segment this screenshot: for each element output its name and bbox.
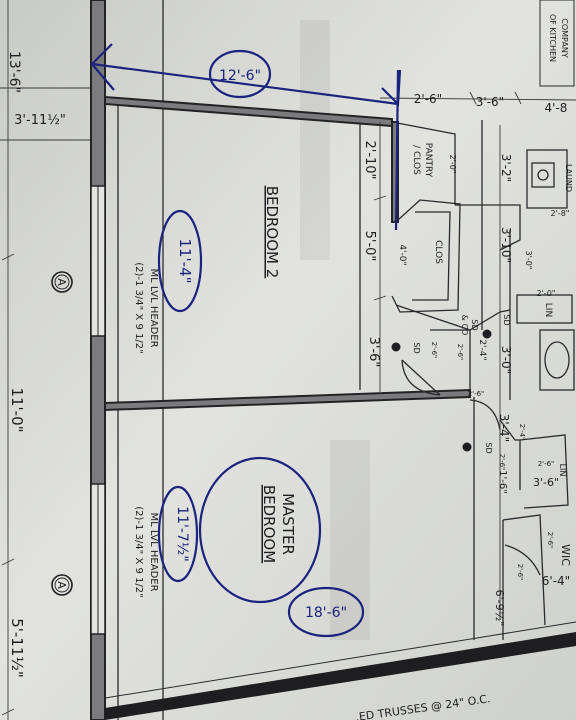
grid-marker-a-1: A <box>51 271 73 293</box>
dim-4-0: 4'-0" <box>397 244 407 265</box>
dim-top-2-6: 2'-6" <box>414 92 442 106</box>
pantry-label-1: PANTRY <box>423 143 433 178</box>
dim-3-0: 3'-0" <box>499 346 513 374</box>
bedroom-2-header-line-1: (2)-1 3/4" X 9 1/2" <box>133 262 144 353</box>
dim-3-4: 3'-4" <box>497 414 511 442</box>
left-dimension-lines <box>0 0 92 720</box>
sd-label-2: SD <box>484 442 493 453</box>
smoke-detector-icons <box>391 329 492 452</box>
sd-co-label-2: & CO <box>460 315 469 336</box>
wall-between-bedrooms <box>104 388 471 412</box>
dim-2-6b: 2'-6" <box>468 390 485 398</box>
dim-2-0b: 2'-0" <box>537 289 556 298</box>
dim-2-6f: 2'-6" <box>430 342 438 359</box>
dim-2-10: 2'-10" <box>362 140 377 179</box>
svg-text:COMPANY: COMPANY <box>560 18 569 58</box>
dim-3-6b: 3'-6" <box>533 476 559 489</box>
window-openings <box>90 185 106 635</box>
dim-2-0: 2'-0" <box>448 155 457 174</box>
master-label-line-1: MASTER <box>279 493 297 555</box>
dim-3-11: 3'-11½" <box>14 113 66 128</box>
handwritten-11-7: 11'-7½" <box>174 506 190 562</box>
dim-5-0: 5'-0" <box>362 231 377 262</box>
south-wall-line <box>104 621 576 699</box>
handwritten-12-6: 12'-6" <box>219 68 261 84</box>
dim-3-0b: 3'-0" <box>524 251 533 270</box>
svg-text:A: A <box>55 278 68 286</box>
dim-1-6: 1'-6" <box>497 470 508 494</box>
svg-text:A: A <box>55 581 68 589</box>
dim-3-10: 3'-10" <box>499 227 513 263</box>
circle-11-4 <box>157 209 203 313</box>
handwritten-11-4: 11'-4" <box>176 238 194 283</box>
dim-2-6g: 2'-6" <box>546 532 554 549</box>
laundry-label: LAUND <box>564 164 573 192</box>
closet-walls <box>359 120 575 640</box>
bedroom-2-label: BEDROOM 2 <box>263 186 281 279</box>
grid-marker-a-2: A <box>51 574 73 596</box>
dim-2-4b: 2'-4" <box>518 424 526 441</box>
exterior-wall-south <box>105 632 576 720</box>
bleed-through <box>300 20 370 640</box>
dim-2-6d: 2'-6" <box>516 564 524 581</box>
dim-2-8: 2'-8" <box>551 209 570 218</box>
dim-11-0: 11'-0" <box>8 387 26 432</box>
sd-label-3: SD <box>502 314 511 325</box>
dim-6-4: 6'-4" <box>542 574 570 588</box>
circle-12-6 <box>208 49 272 99</box>
dim-2-6e: 2'-6" <box>498 454 506 471</box>
dim-3-6: 3'-6" <box>366 337 381 368</box>
lin-label: LIN <box>543 303 553 317</box>
dim-13-6: 13'-6" <box>6 51 22 93</box>
dim-top-3-6: 3'-6" <box>476 95 504 109</box>
door-swings <box>401 359 541 576</box>
dim-6-9: 6'-9½" <box>493 590 506 627</box>
top-dimension-line <box>379 91 576 105</box>
pantry-label-2: / CLOS <box>411 145 421 175</box>
handwritten-arrow <box>90 43 402 231</box>
master-label-line-2: BEDROOM <box>260 485 278 563</box>
plumbing-fixtures <box>531 162 570 379</box>
wic-label: WIC <box>559 544 572 566</box>
circle-master-bedroom <box>198 456 322 604</box>
right-dimension-ticks <box>373 122 501 620</box>
dim-2-6a: 2'-6" <box>456 344 464 361</box>
bedroom-2-header-line-2: ML LVL HEADER <box>148 268 159 347</box>
master-header-line-2: ML LVL HEADER <box>148 512 159 591</box>
company-label: OF KITCHEN COMPANY <box>539 0 575 87</box>
dim-3-2: 3'-2" <box>499 154 513 182</box>
circle-11-7 <box>157 485 199 583</box>
dim-2-4: 2'-4" <box>477 339 487 360</box>
circle-18-6 <box>287 586 365 638</box>
lin-label-2: LIN <box>558 464 567 477</box>
handwritten-18-6: 18'-6" <box>305 605 347 621</box>
dim-top-4-8: 4'-8 <box>545 101 568 115</box>
dim-2-6c: 2'-6" <box>538 460 555 468</box>
sd-co-label-1: SD <box>470 319 479 330</box>
svg-text:OF KITCHEN: OF KITCHEN <box>548 14 557 62</box>
clos-label: CLOS <box>433 240 443 264</box>
sd-label-1: SD <box>412 342 421 353</box>
master-header-line-1: (2)-1 3/4" X 9 1/2" <box>133 506 144 597</box>
dim-5-11: 5'-11½" <box>8 618 26 678</box>
